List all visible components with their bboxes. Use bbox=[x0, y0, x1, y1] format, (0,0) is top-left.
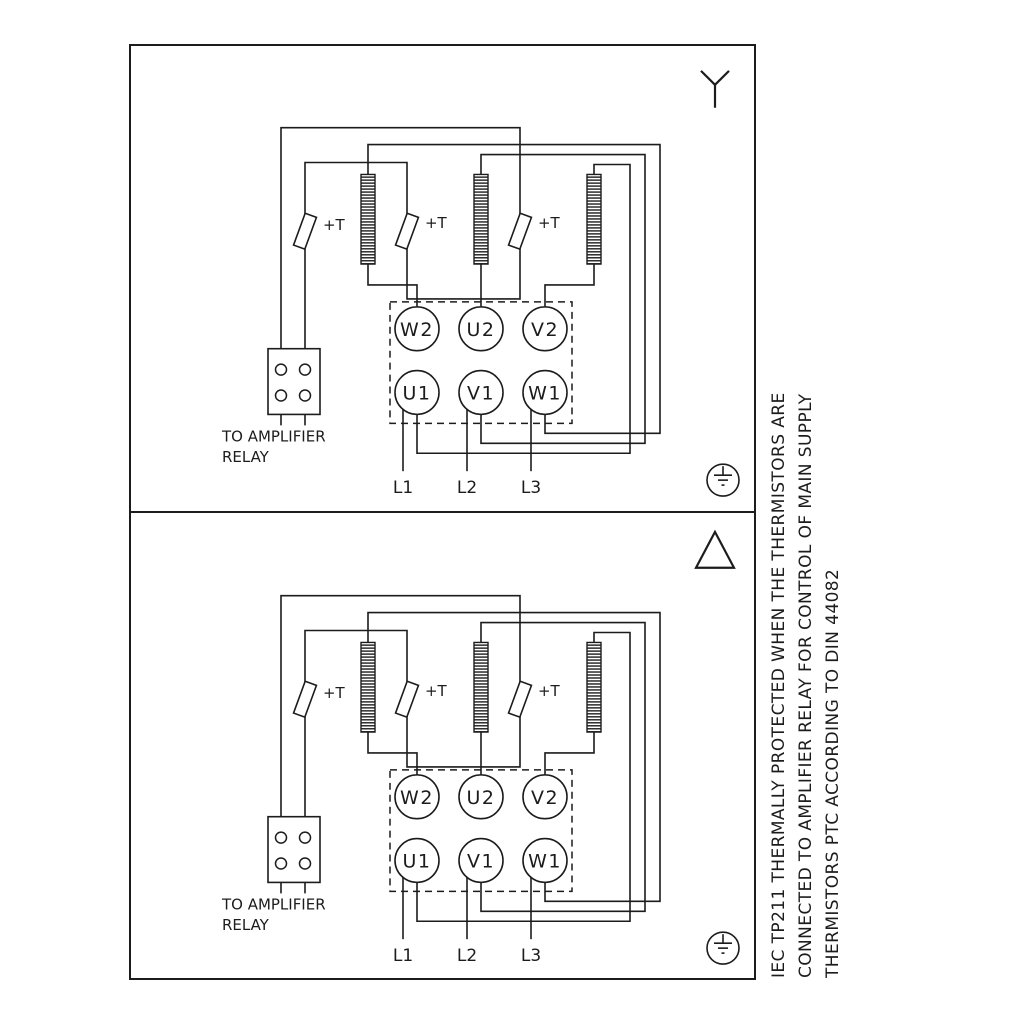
supply-line-label: L3 bbox=[521, 945, 541, 965]
supply-line-label: L1 bbox=[393, 477, 413, 497]
terminal-circle bbox=[394, 837, 440, 884]
relay-label: TO AMPLIFIER bbox=[221, 895, 326, 913]
relay-terminal bbox=[298, 857, 312, 870]
supply-labels: L1 L2 L3 bbox=[393, 945, 541, 965]
star-icon bbox=[700, 70, 730, 108]
supply-line-label: L1 bbox=[393, 945, 413, 965]
supply-labels: L1 L2 L3 bbox=[393, 477, 541, 497]
terminal-block: W2 U2 V2 U1 V1 W1 bbox=[389, 301, 573, 425]
relay: TO AMPLIFIER RELAY bbox=[221, 815, 326, 934]
thermistor-chain-wire bbox=[280, 594, 521, 817]
wire bbox=[367, 732, 418, 775]
terminal-label: W1 bbox=[528, 851, 562, 873]
terminal-label: V1 bbox=[467, 383, 495, 405]
delta-panel-drawing: +T +T +T W2 U2 V2 U1 V1 W1 L1 bbox=[221, 529, 740, 965]
terminal-circle bbox=[522, 369, 568, 416]
thermistor-symbol bbox=[394, 212, 420, 251]
thermistor-label: +T bbox=[538, 682, 561, 700]
relay-terminal bbox=[274, 389, 288, 402]
supply-line-label: L2 bbox=[457, 945, 477, 965]
ground-icon bbox=[706, 931, 740, 965]
panel-delta: +T +T +T W2 U2 V2 U1 V1 W1 L1 bbox=[130, 513, 755, 979]
terminal-block: W2 U2 V2 U1 V1 W1 bbox=[389, 769, 573, 893]
winding-coil bbox=[473, 641, 489, 733]
relay-terminal bbox=[298, 389, 312, 402]
winding-coil bbox=[586, 173, 602, 265]
terminal-circle bbox=[394, 774, 440, 820]
relay-terminal bbox=[298, 831, 312, 844]
thermistor-symbol bbox=[507, 680, 533, 719]
terminal-circle bbox=[522, 837, 568, 884]
winding-coil bbox=[360, 173, 376, 265]
relay: TO AMPLIFIER RELAY bbox=[221, 347, 326, 466]
delta-icon bbox=[694, 529, 736, 569]
terminal-circle bbox=[458, 306, 504, 352]
thermistor-label: +T bbox=[425, 682, 448, 700]
supply-line-label: L2 bbox=[457, 477, 477, 497]
thermistor-label: +T bbox=[425, 214, 448, 232]
terminal-circle bbox=[522, 774, 568, 820]
terminal-label: V2 bbox=[531, 319, 559, 341]
terminal-circle bbox=[394, 369, 440, 416]
wire bbox=[480, 153, 646, 445]
panel-divider bbox=[129, 511, 756, 513]
relay-label: RELAY bbox=[222, 448, 270, 466]
star-panel-drawing: +T +T +T W2 U2 V2 U1 V1 W1 bbox=[221, 70, 740, 497]
motor-windings bbox=[360, 173, 602, 265]
ground-icon bbox=[706, 463, 740, 497]
relay-box bbox=[267, 347, 321, 416]
relay-terminal bbox=[274, 831, 288, 844]
terminal-label: U2 bbox=[467, 319, 496, 341]
note-line: CONNECTED TO AMPLIFIER RELAY FOR CONTROL… bbox=[796, 393, 816, 978]
thermistor-chain-wire bbox=[280, 126, 521, 349]
supply-line-label: L3 bbox=[521, 477, 541, 497]
terminal-circle bbox=[458, 369, 504, 416]
relay-label: RELAY bbox=[222, 916, 270, 934]
terminal-circle bbox=[394, 306, 440, 352]
wire bbox=[416, 163, 631, 455]
panel-star: +T +T +T W2 U2 V2 U1 V1 W1 bbox=[130, 45, 755, 511]
terminal-label: V1 bbox=[467, 851, 495, 873]
terminal-label: W2 bbox=[400, 787, 434, 809]
wire bbox=[544, 264, 595, 307]
thermistor-symbol bbox=[292, 680, 318, 719]
relay-box bbox=[267, 815, 321, 884]
terminal-label: U1 bbox=[403, 383, 432, 405]
terminal-circle bbox=[458, 774, 504, 820]
wire bbox=[480, 621, 646, 913]
relay-terminal bbox=[274, 857, 288, 870]
terminal-circle bbox=[522, 306, 568, 352]
thermistor-label: +T bbox=[538, 214, 561, 232]
terminal-label: V2 bbox=[531, 787, 559, 809]
terminal-block-outline bbox=[389, 769, 573, 893]
thermistor-label: +T bbox=[323, 684, 346, 702]
relay-terminal bbox=[298, 363, 312, 376]
note-line: IEC TP211 THERMALLY PROTECTED WHEN THE T… bbox=[769, 392, 789, 978]
wire bbox=[367, 611, 661, 903]
thermistor-label: +T bbox=[323, 216, 346, 234]
wires bbox=[280, 594, 661, 940]
terminal-label: U1 bbox=[403, 851, 432, 873]
terminal-circle bbox=[458, 837, 504, 884]
thermistors: +T +T +T bbox=[292, 680, 561, 719]
relay-label: TO AMPLIFIER bbox=[221, 427, 326, 445]
wire bbox=[367, 143, 661, 435]
terminal-label: U2 bbox=[467, 787, 496, 809]
wire bbox=[544, 732, 595, 775]
terminal-label: W2 bbox=[400, 319, 434, 341]
terminal-block-outline bbox=[389, 301, 573, 425]
motor-windings bbox=[360, 641, 602, 733]
terminal-label: W1 bbox=[528, 383, 562, 405]
note-line: THERMISTORS PTC ACCORDING TO DIN 44082 bbox=[823, 568, 843, 978]
winding-coil bbox=[586, 641, 602, 733]
winding-coil bbox=[473, 173, 489, 265]
relay-terminal bbox=[274, 363, 288, 376]
thermistor-symbol bbox=[507, 212, 533, 251]
wire bbox=[416, 631, 631, 923]
thermistors: +T +T +T bbox=[292, 212, 561, 251]
thermistor-symbol bbox=[394, 680, 420, 719]
thermistor-symbol bbox=[292, 212, 318, 251]
winding-coil bbox=[360, 641, 376, 733]
wire bbox=[367, 264, 418, 307]
